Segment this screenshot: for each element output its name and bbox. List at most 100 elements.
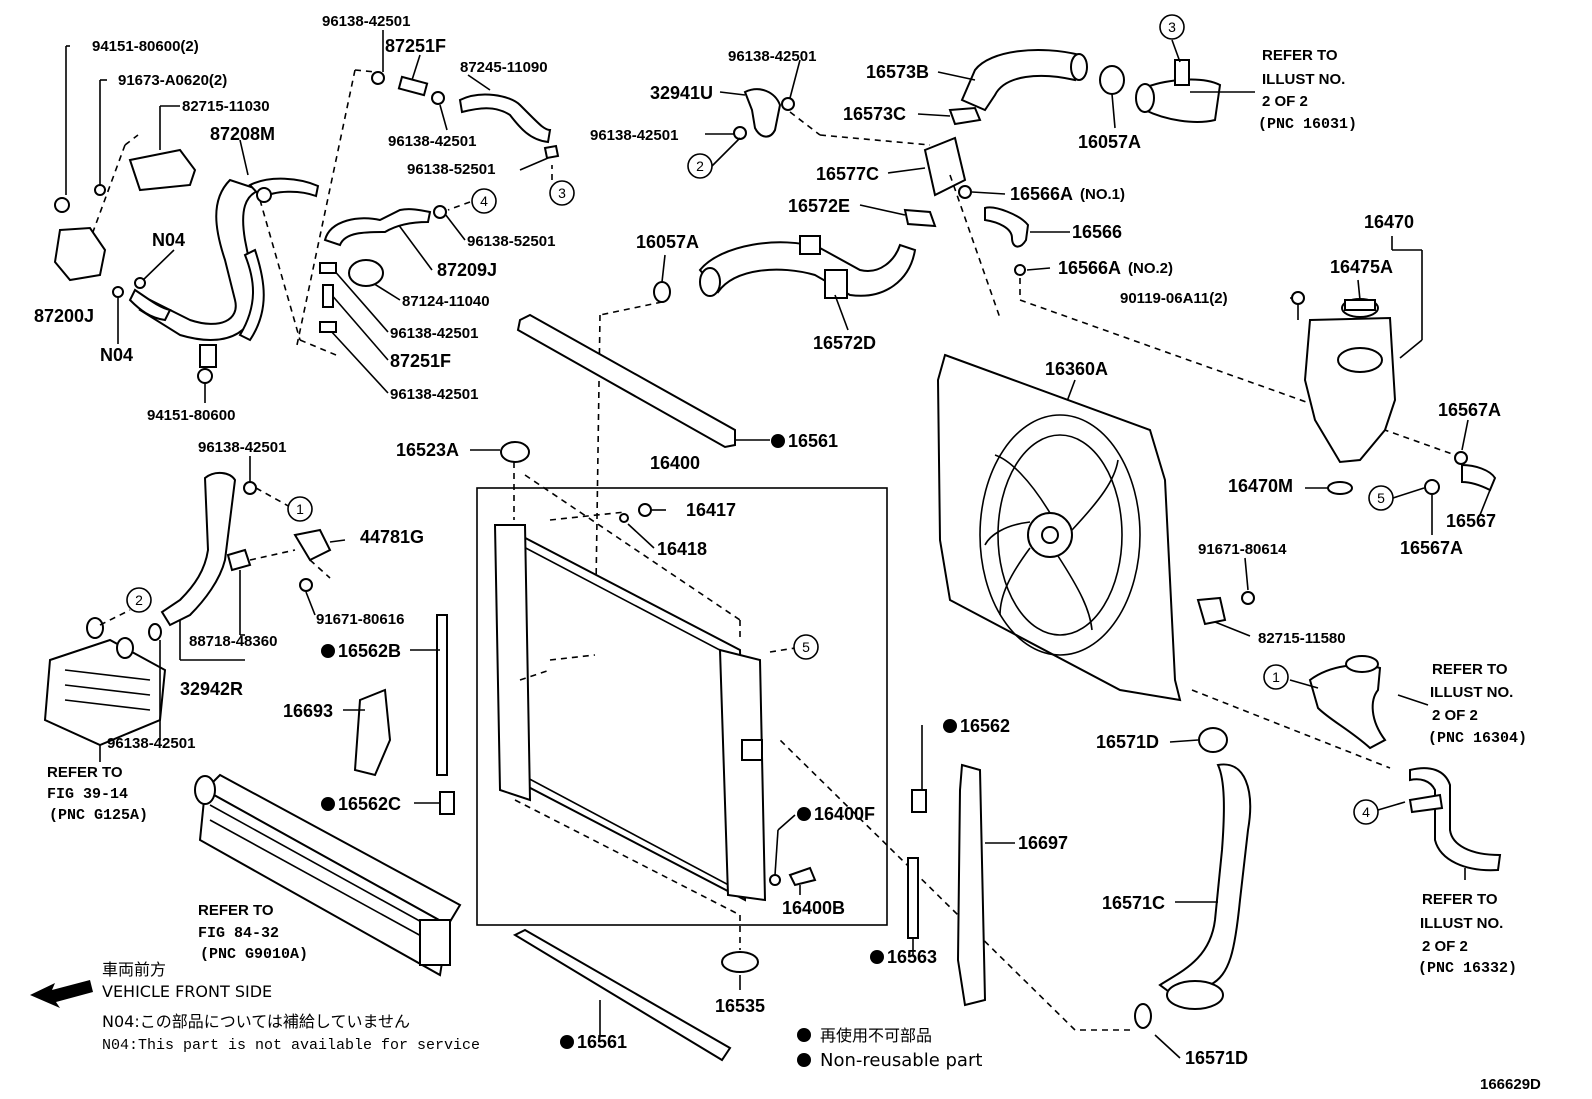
non-reusable-bullets: [321, 434, 957, 1067]
label-96138-52501: 96138-52501: [407, 161, 495, 178]
label-44781G: 44781G: [360, 527, 424, 547]
label-16523A: 16523A: [396, 440, 459, 460]
non-reusable-en: Non-reusable part: [820, 1050, 982, 1071]
svg-text:REFER TO: REFER TO: [1262, 47, 1338, 64]
label-96138-42501: 96138-42501: [590, 127, 678, 144]
label-94151-80600-2: 94151-80600(2): [92, 38, 199, 55]
label-90119-06A11-2: 90119-06A11(2): [1120, 290, 1228, 307]
label-82715-11030: 82715-11030: [182, 98, 270, 115]
label-32942R: 32942R: [180, 679, 243, 699]
label-87200J: 87200J: [34, 306, 94, 326]
label-91673-A0620-2: 91673-A0620(2): [118, 72, 227, 89]
label-16567: 16567: [1446, 511, 1496, 531]
refer-to-16332: REFER TO ILLUST NO. 2 OF 2 (PNC 16332): [1418, 868, 1517, 977]
label-87251F: 87251F: [390, 351, 451, 371]
label-16470M: 16470M: [1228, 476, 1293, 496]
svg-text:REFER TO: REFER TO: [1422, 891, 1498, 908]
label-16566A-no1: 16566A: [1010, 184, 1073, 204]
label-16475A: 16475A: [1330, 257, 1393, 277]
label-16566A-no1-note: (NO.1): [1080, 186, 1125, 203]
label-96138-42501: 96138-42501: [728, 48, 816, 65]
label-16057A: 16057A: [1078, 132, 1141, 152]
reservoir-tank-16470: [1290, 236, 1497, 535]
label-87245-11090: 87245-11090: [460, 59, 548, 76]
n04-note-en: N04:This part is not available for servi…: [102, 1037, 480, 1054]
intercooler-G9010A: [194, 773, 462, 977]
svg-text:ILLUST NO.: ILLUST NO.: [1430, 684, 1513, 701]
radiator-16400: [470, 441, 888, 990]
label-87124-11040: 87124-11040: [402, 293, 490, 310]
refer-to-G125A: REFER TO FIG 39-14 (PNC G125A): [47, 745, 148, 824]
fan-shroud-16360A: [936, 353, 1391, 769]
label-16563: 16563: [887, 947, 937, 967]
arrow-left-icon: [30, 980, 93, 1008]
label-96138-52501: 96138-52501: [467, 233, 555, 250]
label-16418: 16418: [657, 539, 707, 559]
svg-text:FIG 84-32: FIG 84-32: [198, 925, 279, 942]
seals-and-guides: [343, 313, 1015, 1062]
label-96138-42501: 96138-42501: [198, 439, 286, 456]
label-82715-11580: 82715-11580: [1258, 630, 1346, 647]
label-96138-42501: 96138-42501: [390, 325, 478, 342]
label-16697: 16697: [1018, 833, 1068, 853]
label-16567A: 16567A: [1400, 538, 1463, 558]
non-reusable-jp: 再使用不可部品: [820, 1026, 932, 1045]
label-16057A: 16057A: [636, 232, 699, 252]
callout-1-right: 1: [1272, 669, 1280, 685]
oil-cooler-hose-32942R: [43, 456, 346, 747]
callout-1-left: 1: [296, 501, 304, 517]
callout-5-right: 5: [1377, 490, 1385, 506]
hose-87209J: [319, 205, 447, 333]
front-label-en: VEHICLE FRONT SIDE: [102, 982, 272, 1001]
svg-text:2 OF 2: 2 OF 2: [1262, 93, 1308, 110]
label-16577C: 16577C: [816, 164, 879, 184]
svg-text:2 OF 2: 2 OF 2: [1432, 707, 1478, 724]
hoses-top-center: [594, 49, 1456, 656]
svg-text:ILLUST NO.: ILLUST NO.: [1420, 915, 1503, 932]
label-16572E: 16572E: [788, 196, 850, 216]
refer-to-16031: REFER TO ILLUST NO. 2 OF 2 (PNC 16031): [1190, 47, 1357, 133]
label-91671-80614: 91671-80614: [1198, 541, 1287, 558]
label-87251F: 87251F: [385, 36, 446, 56]
callout-3-mid: 3: [558, 185, 566, 201]
label-96138-42501: 96138-42501: [388, 133, 476, 150]
label-16571C: 16571C: [1102, 893, 1165, 913]
svg-text:REFER TO: REFER TO: [47, 764, 123, 781]
label-16470: 16470: [1364, 212, 1414, 232]
label-96138-42501: 96138-42501: [107, 735, 195, 752]
refer-to-16304: REFER TO ILLUST NO. 2 OF 2 (PNC 16304): [1428, 661, 1527, 747]
svg-text:FIG 39-14: FIG 39-14: [47, 786, 128, 803]
label-16566: 16566: [1072, 222, 1122, 242]
label-N04: N04: [100, 345, 133, 365]
label-16562C: 16562C: [338, 794, 401, 814]
label-16573C: 16573C: [843, 104, 906, 124]
label-N04: N04: [152, 230, 185, 250]
lower-hoses-right: [779, 655, 1502, 1059]
label-16572D: 16572D: [813, 333, 876, 353]
label-87209J: 87209J: [437, 260, 497, 280]
callout-4-top: 4: [480, 193, 488, 209]
label-16566A-no2: 16566A: [1058, 258, 1121, 278]
svg-text:(PNC G9010A): (PNC G9010A): [200, 946, 308, 963]
vehicle-front-indicator: 車両前方 VEHICLE FRONT SIDE: [30, 960, 272, 1008]
hose-87245-11090: [371, 71, 560, 160]
label-91671-80616: 91671-80616: [316, 611, 404, 628]
label-16561: 16561: [788, 431, 838, 451]
label-16562B: 16562B: [338, 641, 401, 661]
label-16562: 16562: [960, 716, 1010, 736]
svg-text:ILLUST NO.: ILLUST NO.: [1262, 71, 1345, 88]
label-96138-42501: 96138-42501: [390, 386, 478, 403]
label-16571D: 16571D: [1096, 732, 1159, 752]
label-88718-48360: 88718-48360: [189, 633, 277, 650]
label-87208M: 87208M: [210, 124, 275, 144]
svg-text:(PNC G125A): (PNC G125A): [49, 807, 148, 824]
label-16400F: 16400F: [814, 804, 875, 824]
oil-cooler-pipe-assembly: [53, 148, 320, 384]
label-16561: 16561: [577, 1032, 627, 1052]
label-96138-42501: 96138-42501: [322, 13, 410, 30]
part-labels: 94151-80600(2) 96138-42501 87251F 87245-…: [34, 13, 1501, 1068]
radiator-box: [476, 487, 888, 926]
label-16417: 16417: [686, 500, 736, 520]
callout-5-radiator: 5: [802, 639, 810, 655]
